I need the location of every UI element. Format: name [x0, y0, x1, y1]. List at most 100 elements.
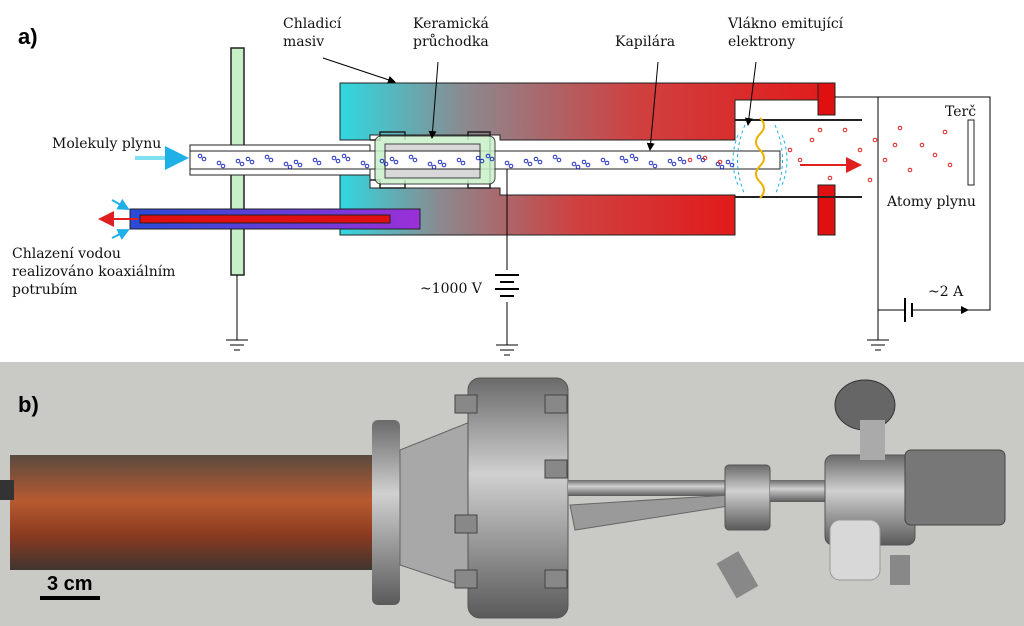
water-in-arrow-top — [111, 198, 130, 210]
main-flange — [467, 377, 569, 619]
molecule-dot — [696, 154, 702, 160]
molecule-dot — [316, 160, 322, 166]
current-wire — [878, 96, 991, 311]
molecule-dot — [648, 160, 654, 166]
atom-dot — [857, 147, 863, 153]
atom-dot — [687, 157, 693, 163]
pointer-cooling-mass — [322, 57, 396, 84]
filament-wire — [835, 96, 879, 340]
atom-dot — [932, 152, 938, 158]
schematic-panel: a) — [12, 16, 991, 356]
molecule-dot — [652, 163, 658, 169]
actuator — [904, 449, 1006, 526]
molecule-dot — [527, 161, 533, 167]
ground-icon — [496, 344, 518, 356]
molecule-dot — [629, 153, 635, 159]
ground-icon — [226, 339, 248, 351]
molecule-dot — [604, 160, 610, 166]
molecule-dot — [331, 155, 337, 161]
atom-dot — [827, 175, 833, 181]
molecule-dot — [293, 159, 299, 165]
molecule-dot — [575, 164, 581, 170]
gas-atoms — [687, 125, 953, 183]
molecule-dot — [364, 163, 370, 169]
molecule-dot — [725, 159, 731, 165]
molecule-dot — [264, 154, 270, 160]
atom-dot — [919, 142, 925, 148]
molecule-dot — [341, 153, 347, 159]
flange-bolts — [454, 394, 568, 589]
molecule-dot — [460, 160, 466, 166]
molecule-dot — [633, 156, 639, 162]
atom-dot — [942, 129, 948, 135]
molecule-dot — [383, 161, 389, 167]
label-target: Terč — [945, 104, 976, 120]
atom-dot — [947, 162, 953, 168]
label-filament-2: elektrony — [728, 34, 795, 50]
atom-dot — [817, 127, 823, 133]
molecule-dot — [245, 156, 251, 162]
label-filament-1: Vlákno emitující — [727, 16, 844, 32]
atom-dot — [717, 159, 723, 165]
atom-dot — [907, 167, 913, 173]
molecule-dot — [312, 157, 318, 163]
pointer-ceramic — [428, 61, 439, 139]
water-in-arrow-bottom — [111, 229, 130, 240]
molecule-dot — [360, 160, 366, 166]
battery-icon — [904, 298, 913, 322]
electron-cloud — [732, 124, 788, 196]
molecule-dot — [619, 155, 625, 161]
label-water-3: potrubím — [12, 282, 77, 298]
foil-wrap — [829, 519, 881, 581]
molecule-dot — [585, 162, 591, 168]
molecule-dot — [537, 159, 543, 165]
molecule-dot — [379, 158, 385, 164]
label-water-2: realizováno koaxiálním — [12, 264, 175, 280]
label-ceramic-1: Keramická — [413, 16, 489, 32]
photo-panel: 3 cm b) — [0, 362, 1024, 626]
electrode-bottom — [817, 184, 836, 236]
pointer-filament — [744, 61, 757, 126]
molecule-dot — [556, 157, 562, 163]
atom-dot — [867, 177, 873, 183]
molecule-dot — [523, 158, 529, 164]
cooling-mass-top — [339, 82, 836, 141]
atom-dot — [702, 155, 708, 161]
panel-b-label: b) — [18, 392, 39, 417]
scale-bar-label: 3 cm — [47, 573, 93, 595]
molecule-dot — [389, 156, 395, 162]
molecule-dot — [216, 160, 222, 166]
label-gas-molecules: Molekuly plynu — [52, 136, 161, 152]
label-current: ~2 A — [928, 284, 964, 300]
molecule-dot — [268, 157, 274, 163]
molecule-dot — [508, 163, 514, 169]
label-cooling-mass-1: Chladicí — [283, 16, 342, 32]
molecule-dot — [533, 156, 539, 162]
panel-a-label: a) — [18, 24, 38, 49]
target — [967, 119, 975, 186]
cooling-pipe-inner — [139, 214, 391, 224]
label-gas-atoms: Atomy plynu — [886, 194, 976, 210]
molecule-dot — [335, 158, 341, 164]
label-capillary: Kapilára — [615, 34, 675, 50]
molecule-dot — [441, 162, 447, 168]
molecule-dot — [504, 160, 510, 166]
gas-molecules — [197, 153, 735, 170]
adapter-cone — [399, 419, 476, 591]
molecule-dot — [412, 157, 418, 163]
molecule-dot — [393, 159, 399, 165]
molecule-dot — [427, 161, 433, 167]
atom-dot — [897, 125, 903, 131]
molecule-dot — [677, 156, 683, 162]
molecule-dot — [297, 162, 303, 168]
molecule-dot — [729, 162, 735, 168]
molecule-dot — [475, 155, 481, 161]
molecule-dot — [235, 158, 241, 164]
molecule-dot — [197, 153, 203, 159]
molecule-dot — [581, 159, 587, 165]
molecule-dot — [671, 161, 677, 167]
molecule-dot — [249, 159, 255, 165]
molecule-dot — [600, 157, 606, 163]
molecule-dot — [623, 158, 629, 164]
